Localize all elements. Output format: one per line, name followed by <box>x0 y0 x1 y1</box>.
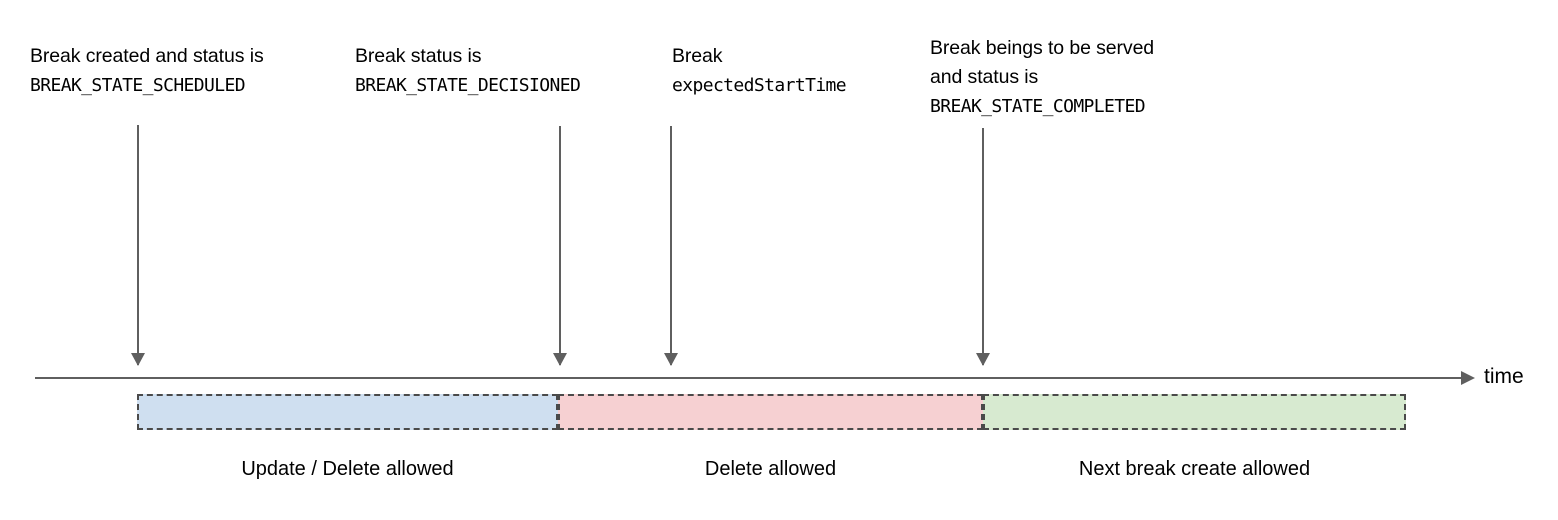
annotation-code-line: BREAK_STATE_DECISIONED <box>355 75 581 96</box>
time-axis <box>35 370 1475 386</box>
phase-bar-update-delete <box>137 394 558 430</box>
phase-caption-next-break-create: Next break create allowed <box>1078 458 1311 480</box>
axis-line <box>35 377 1463 379</box>
arrow-shaft <box>670 126 672 365</box>
arrow-head <box>976 353 990 366</box>
arrow-head <box>553 353 567 366</box>
phase-bar-delete-only <box>558 394 983 430</box>
arrow-head <box>131 353 145 366</box>
annotation-text-line: Break status is <box>355 45 482 67</box>
annotation-code-line: expectedStartTime <box>672 75 847 96</box>
annotation-text-line-2: and status is <box>930 66 1039 88</box>
annotation-break-completed: Break beings to be served and status is … <box>930 34 1154 121</box>
annotation-text-line: Break <box>672 45 723 67</box>
arrow-head <box>664 353 678 366</box>
pointer-arrow-break-created-icon <box>130 125 146 366</box>
arrow-shaft <box>559 126 561 365</box>
annotation-break-decisioned: Break status is BREAK_STATE_DECISIONED <box>355 42 581 100</box>
time-axis-label: time <box>1484 365 1524 388</box>
annotation-text-line: Break created and status is <box>30 45 264 67</box>
annotation-break-expected-start: Break expectedStartTime <box>672 42 847 100</box>
annotation-break-created: Break created and status is BREAK_STATE_… <box>30 42 264 100</box>
arrow-shaft <box>982 128 984 365</box>
annotation-code-line: BREAK_STATE_COMPLETED <box>930 96 1146 117</box>
arrow-shaft <box>137 125 139 365</box>
pointer-arrow-break-decisioned-icon <box>552 126 568 366</box>
phase-caption-delete-only: Delete allowed <box>704 458 837 480</box>
annotation-text-line-1: Break beings to be served <box>930 37 1155 59</box>
phase-bar-next-break-create <box>983 394 1406 430</box>
pointer-arrow-expected-start-icon <box>663 126 679 366</box>
pointer-arrow-break-completed-icon <box>975 128 991 366</box>
annotation-code-line: BREAK_STATE_SCHEDULED <box>30 75 246 96</box>
axis-arrow-head-icon <box>1461 371 1475 385</box>
phase-caption-update-delete: Update / Delete allowed <box>241 458 454 480</box>
